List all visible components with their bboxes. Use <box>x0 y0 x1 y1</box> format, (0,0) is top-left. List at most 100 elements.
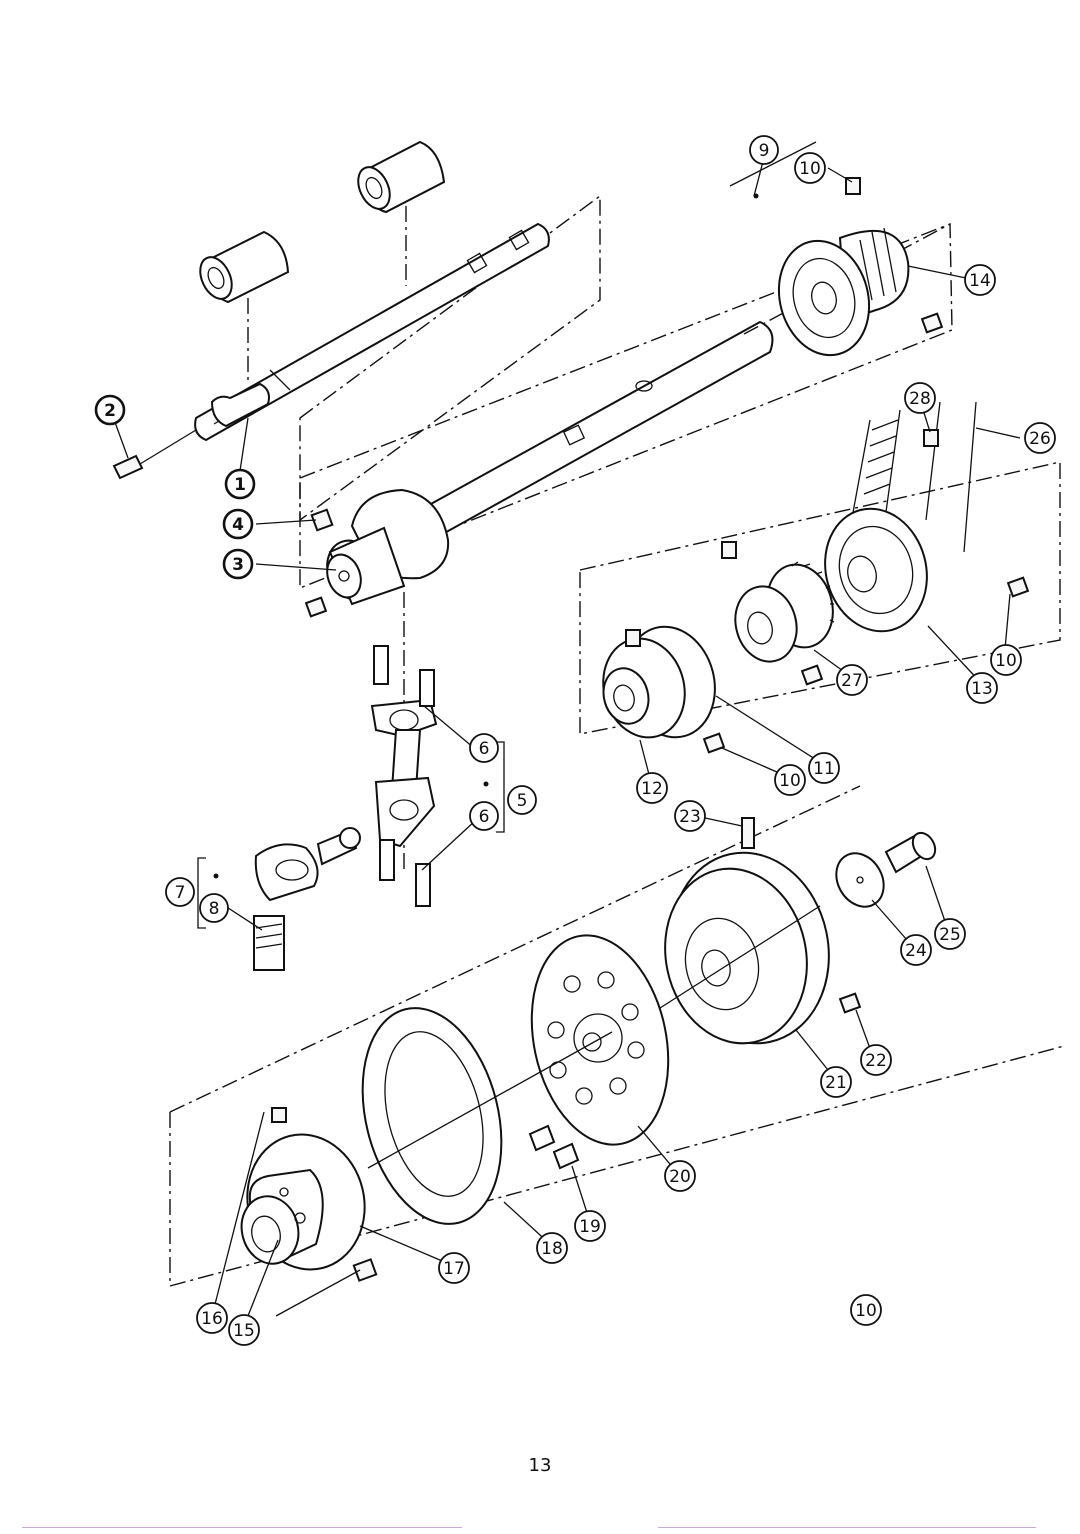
callout-circle <box>934 918 966 950</box>
callout-28: 28 <box>904 382 936 414</box>
callout-text: 25 <box>939 925 961 945</box>
callout-text: 6 <box>479 807 490 827</box>
callout-10: 10 <box>850 1294 882 1326</box>
callout-circle <box>674 800 706 832</box>
callout-circle <box>438 1252 470 1284</box>
callout-circle <box>574 1210 606 1242</box>
callout-circle <box>860 1044 892 1076</box>
main-shaft-part-3 <box>299 222 953 606</box>
callout-text: 4 <box>232 515 244 535</box>
callout-1: 1 <box>224 468 256 500</box>
callout-10: 10 <box>990 644 1022 676</box>
callout-circle <box>224 468 256 500</box>
callout-15: 15 <box>228 1314 260 1346</box>
callout-text: 10 <box>799 159 821 179</box>
callout-circle <box>94 394 126 426</box>
callout-circle <box>836 664 868 696</box>
callout-14: 14 <box>964 264 996 296</box>
callout-circle <box>199 893 229 923</box>
callout-16: 16 <box>196 1302 228 1334</box>
callout-circle <box>1024 422 1056 454</box>
callout-7: 7 <box>165 877 195 907</box>
callout-3: 3 <box>222 548 254 580</box>
callout-23: 23 <box>674 800 706 832</box>
callout-text: 1 <box>234 475 246 495</box>
callout-12: 12 <box>636 772 668 804</box>
pulley-part-13 <box>579 429 1061 735</box>
ball-joint-part-7 <box>253 827 361 971</box>
callout-6: 6 <box>469 733 499 763</box>
callout-text: 5 <box>517 791 528 811</box>
callout-circle <box>808 752 840 784</box>
callout-text: 16 <box>201 1309 223 1329</box>
flywheel-part-21 <box>664 817 862 1045</box>
callout-11: 11 <box>808 752 840 784</box>
callout-4: 4 <box>222 508 254 540</box>
callout-text: 17 <box>443 1259 465 1279</box>
hub-part-17 <box>240 1107 378 1282</box>
callout-2: 2 <box>94 394 126 426</box>
fan-disc-part-20 <box>530 934 670 1146</box>
callout-9: 9 <box>749 135 779 165</box>
callout-text: 6 <box>479 739 490 759</box>
bushing-lower <box>199 230 290 304</box>
callout-text: 23 <box>679 807 701 827</box>
callout-10: 10 <box>794 152 826 184</box>
callout-circle <box>850 1294 882 1326</box>
pulley-part-11-12 <box>602 625 726 754</box>
callout-text: 11 <box>813 759 835 779</box>
callout-circle <box>196 1302 228 1334</box>
callout-text: 19 <box>579 1217 601 1237</box>
callout-18: 18 <box>536 1232 568 1264</box>
callout-text: 21 <box>825 1073 847 1093</box>
callout-circle <box>507 785 537 815</box>
callout-circle <box>636 772 668 804</box>
callout-text: 27 <box>841 671 863 691</box>
timing-belt-part-26 <box>851 401 977 553</box>
callout-22: 22 <box>860 1044 892 1076</box>
connecting-rod-part-5 <box>370 645 438 907</box>
callout-text: 14 <box>969 271 991 291</box>
callout-6: 6 <box>469 801 499 831</box>
callout-text: 20 <box>669 1167 691 1187</box>
callout-circle <box>964 264 996 296</box>
callout-circle <box>469 801 499 831</box>
footer-rule-right <box>658 1527 1036 1528</box>
callout-circle <box>820 1066 852 1098</box>
callout-text: 3 <box>232 555 244 575</box>
callout-circle <box>749 135 779 165</box>
callout-text: 9 <box>759 141 770 161</box>
callout-text: 22 <box>865 1051 887 1071</box>
plate-part-18 <box>361 1007 503 1225</box>
callout-text: 24 <box>905 941 927 961</box>
callout-circle <box>900 934 932 966</box>
callout-25: 25 <box>934 918 966 950</box>
callout-circle <box>222 548 254 580</box>
washer-part-24 <box>835 852 885 908</box>
callout-text: 26 <box>1029 429 1051 449</box>
callout-13: 13 <box>966 672 998 704</box>
callout-circle <box>904 382 936 414</box>
callout-circle <box>536 1232 568 1264</box>
bushing-upper <box>357 140 446 214</box>
screw-part-2 <box>112 429 197 480</box>
pulley-part-9 <box>743 177 951 357</box>
callout-circle <box>794 152 826 184</box>
callout-text: 10 <box>995 651 1017 671</box>
callout-circle <box>222 508 254 540</box>
screws-part-19 <box>528 1124 580 1170</box>
callout-19: 19 <box>574 1210 606 1242</box>
callout-17: 17 <box>438 1252 470 1284</box>
callout-circle <box>990 644 1022 676</box>
callout-text: 8 <box>209 899 220 919</box>
callout-5: 5 <box>507 785 537 815</box>
callout-text: 15 <box>233 1321 255 1341</box>
callout-text: 13 <box>971 679 993 699</box>
callout-labels: 1234566789101010101112131415161718192021… <box>94 135 1056 1346</box>
callout-circle <box>228 1314 260 1346</box>
callout-circle <box>774 764 806 796</box>
callout-text: 10 <box>779 771 801 791</box>
callout-circle <box>966 672 998 704</box>
callout-circle <box>165 877 195 907</box>
